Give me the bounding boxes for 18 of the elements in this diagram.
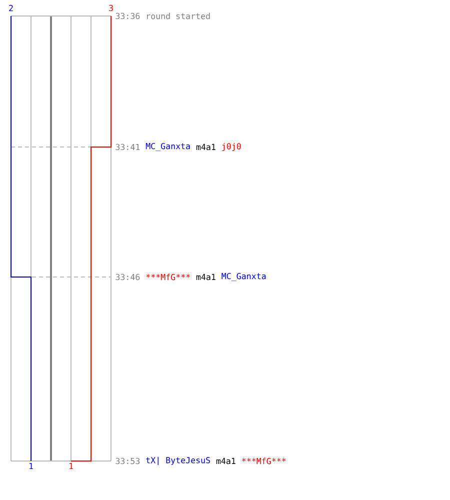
timestamp: 33:53 (116, 458, 140, 464)
player-name: j0j0 (222, 142, 241, 152)
event-text: round started (147, 12, 210, 20)
lane-number: 2 (9, 4, 13, 12)
lane-number: 1 (70, 462, 73, 470)
weapon-name: m4a1 (216, 458, 236, 464)
lane-number: 3 (109, 4, 113, 12)
lane-number: 1 (30, 462, 33, 470)
player-name: ***MfG*** (242, 458, 286, 464)
player-name: ***MfG*** (146, 274, 190, 280)
weapon-name: m4a1 (196, 274, 216, 280)
timestamp: 33:41 (116, 144, 140, 150)
weapon-name: m4a1 (196, 144, 216, 150)
timestamp: 33:46 (116, 274, 140, 280)
player-name: MC_Ganxta (146, 142, 190, 152)
player-name: MC_Ganxta (222, 272, 266, 282)
timestamp: 33:36 (116, 12, 140, 20)
player-name: tX| ByteJesuS (146, 456, 210, 466)
